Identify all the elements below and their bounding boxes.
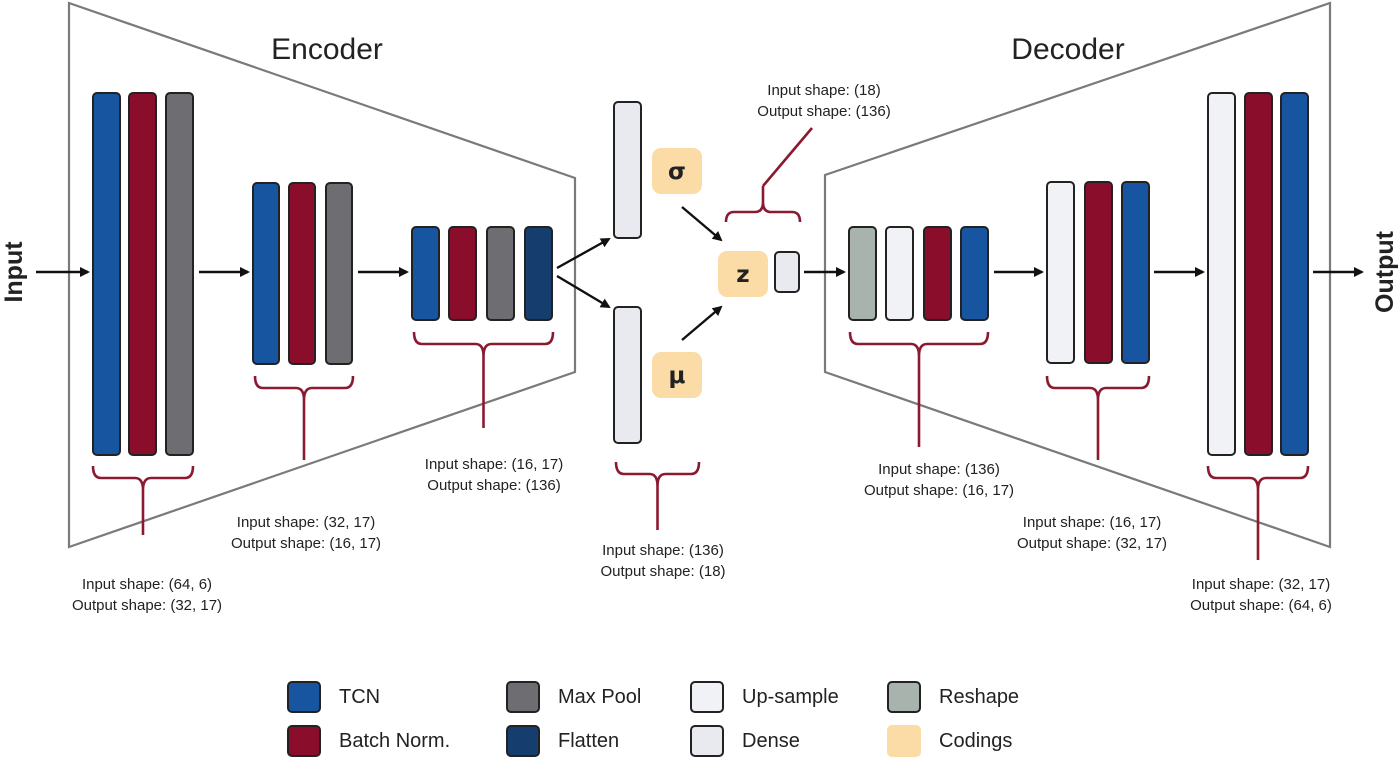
dec3-tcn-block [1280, 92, 1309, 456]
enc3-max-pool-block [486, 226, 515, 321]
legend-swatch-max-pool [506, 681, 540, 713]
enc2-max-pool-block [325, 182, 353, 365]
enc1-input-shape: Input shape: (64, 6) [82, 576, 212, 593]
enc2-batch-norm-block [288, 182, 316, 365]
legend-swatch-up-sample [690, 681, 724, 713]
z-dense-output-shape: Output shape: (136) [757, 103, 890, 120]
legend-swatch-reshape [887, 681, 921, 713]
enc1-max-pool-block [165, 92, 194, 456]
legend-swatch-tcn [287, 681, 321, 713]
enc3-brace [412, 331, 555, 357]
legend-item-dense: Dense [690, 725, 800, 757]
enc1-output-shape: Output shape: (32, 17) [72, 597, 222, 614]
dec1-brace [848, 331, 990, 357]
enc3-tcn-block [411, 226, 440, 321]
dec1-reshape-block [848, 226, 877, 321]
legend-label: Codings [939, 729, 1013, 752]
enc1-batch-norm-block [128, 92, 157, 456]
legend-label: Up-sample [742, 685, 839, 708]
dec1-up-sample-block [885, 226, 914, 321]
dec1-batch-norm-block [923, 226, 952, 321]
dec1-input-shape: Input shape: (136) [878, 461, 1000, 478]
legend-item-max-pool: Max Pool [506, 681, 641, 713]
enc2-output-shape: Output shape: (16, 17) [231, 535, 381, 552]
legend-label: Max Pool [558, 685, 642, 708]
enc3-to-sigma-arrow [556, 237, 611, 270]
z-dense-input-shape: Input shape: (18) [767, 82, 880, 99]
legend-item-tcn: TCN [287, 681, 380, 713]
legend-label: Flatten [558, 729, 620, 752]
section-outlines [67, 1, 1332, 549]
legend-item-up-sample: Up-sample [690, 681, 839, 713]
latent-input-shape: Input shape: (136) [602, 542, 724, 559]
mu-symbol: μ [669, 363, 686, 389]
dec3-output-shape: Output shape: (64, 6) [1190, 597, 1332, 614]
enc2-brace [253, 375, 355, 401]
z-dense-brace [724, 201, 802, 223]
z-coding-box [718, 251, 768, 297]
enc3-to-mu-arrow [556, 274, 611, 309]
legend-label: Dense [742, 729, 800, 752]
dec3-brace [1206, 465, 1310, 491]
enc3-batch-norm-block [448, 226, 477, 321]
input-label: Input [0, 241, 28, 303]
sigma-symbol: σ [668, 159, 686, 185]
layer-group-braces [91, 127, 1310, 560]
dec1-output-shape: Output shape: (16, 17) [864, 482, 1014, 499]
enc1-brace [91, 465, 195, 491]
legend-item-batch-norm: Batch Norm. [287, 725, 450, 757]
z-dense-callout-line [762, 127, 813, 187]
legend-item-codings: Codings [887, 725, 1012, 757]
dec2-output-shape: Output shape: (32, 17) [1017, 535, 1167, 552]
legend-swatch-dense [690, 725, 724, 757]
z-symbol: z [736, 262, 749, 288]
latent-brace [614, 461, 701, 487]
legend-label: Reshape [939, 685, 1020, 708]
legend-label: TCN [339, 685, 381, 708]
dec3-batch-norm-block [1244, 92, 1273, 456]
sigma-dense-block [613, 101, 642, 239]
mu-dense-block [613, 306, 642, 444]
enc1-tcn-block [92, 92, 121, 456]
legend-label: Batch Norm. [339, 729, 451, 752]
dec2-batch-norm-block [1084, 181, 1113, 364]
decoder-title: Decoder [1011, 33, 1124, 66]
sigma-coding-box [652, 148, 702, 194]
enc3-flatten-block [524, 226, 553, 321]
enc3-output-shape: Output shape: (136) [427, 477, 560, 494]
layer-blocks [92, 92, 1309, 456]
legend-swatch-flatten [506, 725, 540, 757]
output-label: Output [1371, 230, 1399, 313]
dec2-up-sample-block [1046, 181, 1075, 364]
mu-coding-box [652, 352, 702, 398]
legend-item-flatten: Flatten [506, 725, 619, 757]
dec2-brace [1045, 375, 1151, 401]
dec2-tcn-block [1121, 181, 1150, 364]
legend-item-reshape: Reshape [887, 681, 1019, 713]
encoder-outline [67, 1, 577, 549]
dec3-input-shape: Input shape: (32, 17) [1192, 576, 1330, 593]
sigma-to-z-arrow [681, 206, 723, 242]
enc2-input-shape: Input shape: (32, 17) [237, 514, 375, 531]
enc3-input-shape: Input shape: (16, 17) [425, 456, 563, 473]
flow-arrows [36, 206, 1364, 341]
legend-swatch-batch-norm [287, 725, 321, 757]
dec1-tcn-block [960, 226, 989, 321]
decoder-outline [823, 1, 1332, 549]
latent-output-shape: Output shape: (18) [600, 563, 725, 580]
enc2-tcn-block [252, 182, 280, 365]
legend-swatch-codings [887, 725, 921, 757]
encoder-title: Encoder [271, 33, 383, 66]
dec3-up-sample-block [1207, 92, 1236, 456]
dec2-input-shape: Input shape: (16, 17) [1023, 514, 1161, 531]
mu-to-z-arrow [681, 305, 723, 341]
z-dense-block [774, 251, 800, 293]
